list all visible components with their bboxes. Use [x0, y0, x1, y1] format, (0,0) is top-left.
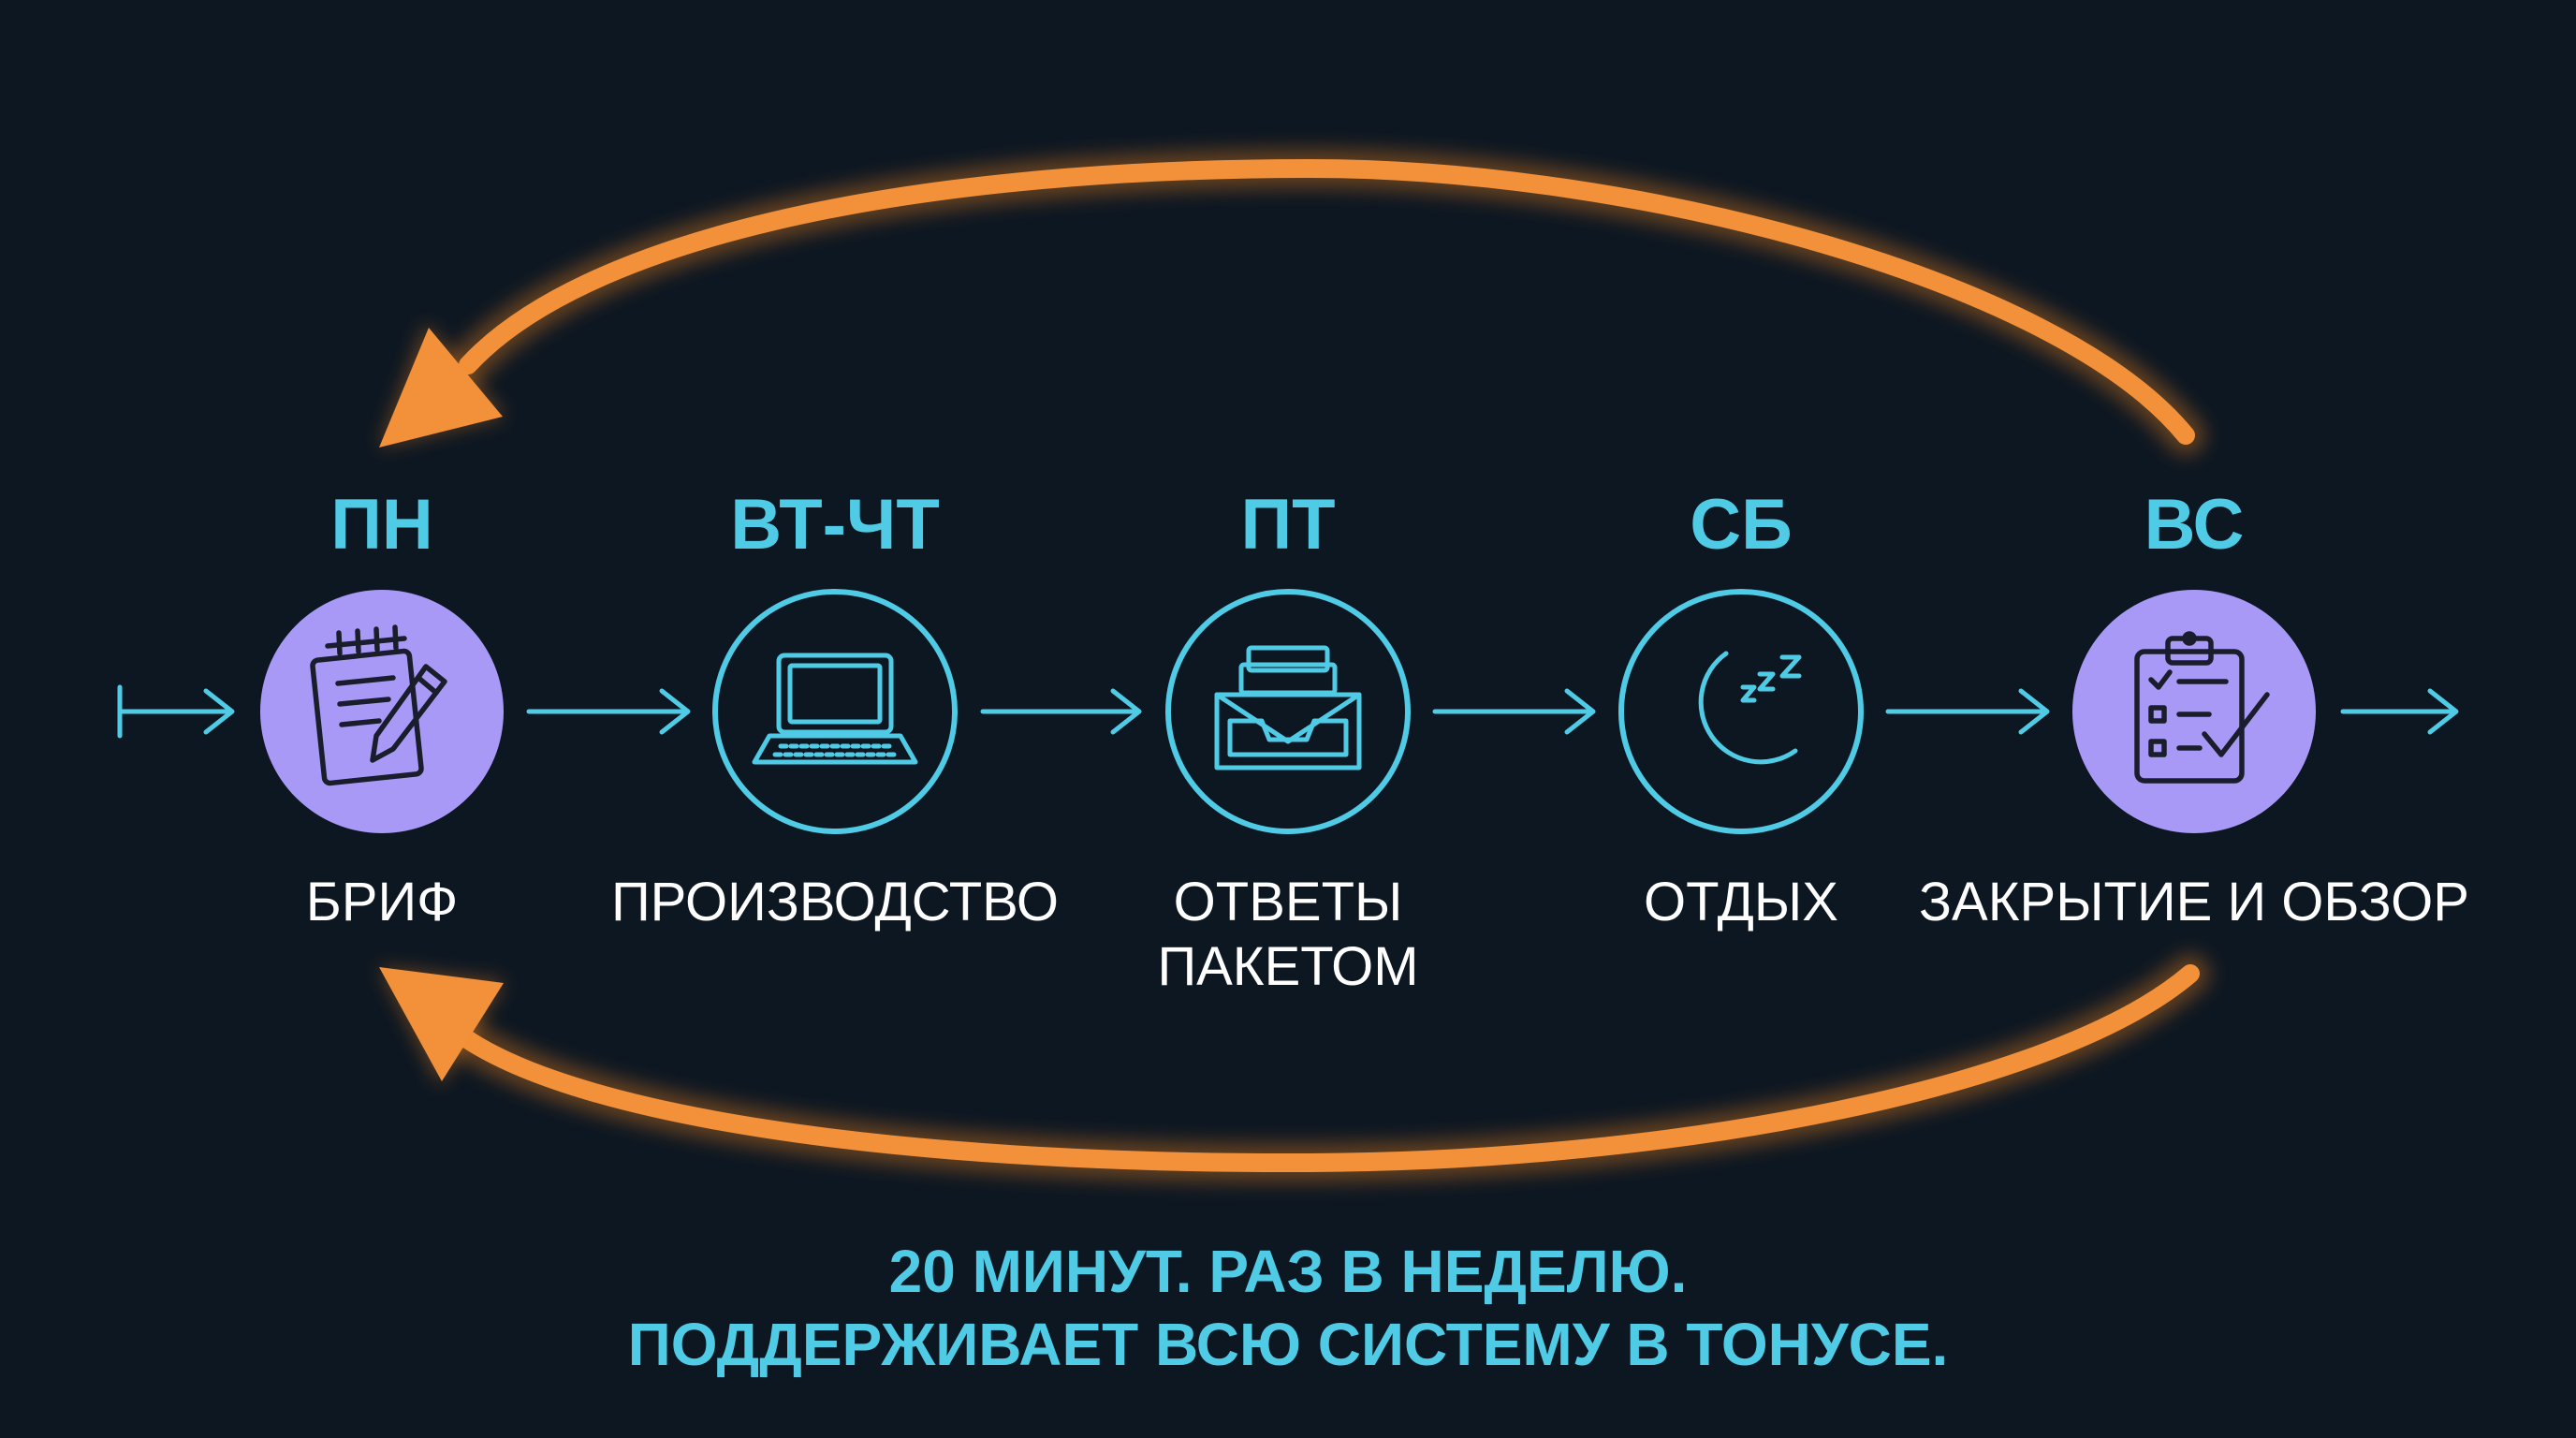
- bottom-loop-arrowhead: [379, 967, 504, 1081]
- flow-arrows: [117, 684, 2459, 739]
- arrow-fri-to-sat: [1432, 688, 1596, 735]
- notepad-pencil-icon: [310, 624, 447, 786]
- step-label-line1: БРИФ: [306, 872, 459, 932]
- step-node: [1165, 589, 1411, 834]
- step-node: [260, 590, 504, 833]
- step-label-line1: ЗАКРЫТИЕ И ОБЗОР: [1919, 872, 2469, 932]
- step-label-line1: ОТВЕТЫ: [1174, 872, 1403, 932]
- moon-sleep-icon: [1698, 651, 1802, 765]
- laptop-icon: [752, 653, 918, 765]
- day-label: ВС: [2144, 485, 2245, 565]
- inbox-tray-icon: [1214, 645, 1362, 770]
- step-friday: ПТ ОТВЕТЫ ПАКЕТОМ: [1157, 485, 1418, 997]
- footer-caption: 20 МИНУТ. РАЗ В НЕДЕЛЮ. ПОДДЕРЖИВАЕТ ВСЮ…: [628, 1238, 1949, 1378]
- step-tue-thu: ВТ-ЧТ ПРОИЗВОДСТВО: [611, 485, 1059, 932]
- step-node: [712, 589, 958, 834]
- bottom-loop-arrow: [379, 954, 2210, 1183]
- step-monday: ПН БРИФ: [260, 485, 504, 932]
- footer-line2: ПОДДЕРЖИВАЕТ ВСЮ СИСТЕМУ В ТОНУСЕ.: [628, 1311, 1949, 1378]
- day-label: СБ: [1690, 485, 1793, 565]
- arrow-mon-to-tue: [526, 688, 691, 735]
- step-node: [1618, 589, 1864, 834]
- entry-arrow: [117, 684, 235, 739]
- day-label: ВТ-ЧТ: [730, 485, 940, 565]
- clipboard-checklist-icon: [2134, 631, 2270, 784]
- step-saturday: СБ ОТДЫХ: [1618, 485, 1864, 932]
- arrow-thu-to-fri: [980, 688, 1142, 735]
- arrow-sat-to-sun: [1885, 688, 2050, 735]
- day-label: ПН: [330, 485, 433, 565]
- top-loop-arrowhead: [379, 328, 503, 448]
- step-node: [2072, 590, 2316, 833]
- step-sunday: ВС ЗАКРЫТИЕ И ОБЗОР: [1919, 485, 2469, 932]
- footer-line1: 20 МИНУТ. РАЗ В НЕДЕЛЮ.: [889, 1238, 1688, 1305]
- top-loop-arrow: [379, 148, 2205, 455]
- step-label-line1: ОТДЫХ: [1644, 872, 1838, 932]
- step-label-line1: ПРОИЗВОДСТВО: [611, 872, 1059, 932]
- exit-arrow: [2340, 688, 2459, 735]
- day-label: ПТ: [1240, 485, 1335, 565]
- step-label-line2: ПАКЕТОМ: [1157, 936, 1418, 997]
